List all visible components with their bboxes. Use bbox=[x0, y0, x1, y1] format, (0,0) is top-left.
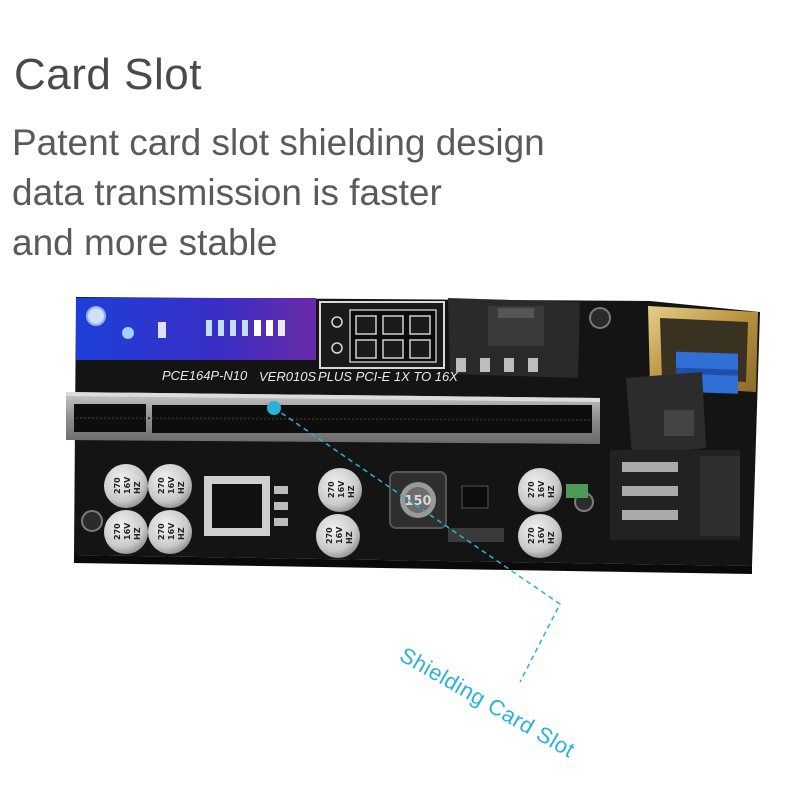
capacitor-rating-8-a: 270 bbox=[527, 527, 536, 544]
voltage-regulator-chip bbox=[204, 476, 288, 536]
capacitor-5: 270 16V HZ bbox=[318, 468, 362, 512]
capacitor-rating-1-b: 16V bbox=[123, 476, 132, 494]
capacitor-rating-2-b: 16V bbox=[167, 476, 176, 494]
description-line-2: data transmission is faster bbox=[12, 172, 442, 213]
capacitor-rating-5-c: HZ bbox=[347, 485, 356, 498]
capacitor-6: 270 16V HZ bbox=[316, 514, 360, 558]
capacitor-rating-6-c: HZ bbox=[345, 531, 354, 544]
board-model-label: PCE164P-N10 bbox=[162, 368, 248, 383]
capacitor-rating-7-b: 16V bbox=[537, 480, 546, 498]
board-spec-label: PLUS PCI-E 1X TO 16X bbox=[318, 369, 459, 384]
description: Patent card slot shielding design data t… bbox=[12, 118, 545, 268]
page-title: Card Slot bbox=[14, 50, 202, 99]
six-pin-power-connector bbox=[319, 301, 445, 369]
capacitor-rating-6-b: 16V bbox=[335, 526, 344, 544]
power-inductor: 150 bbox=[389, 471, 447, 529]
capacitor-rating-1-a: 270 bbox=[113, 477, 122, 494]
capacitor-3: 270 16V HZ bbox=[104, 510, 148, 554]
capacitor-rating-5-b: 16V bbox=[337, 480, 346, 498]
inductor-label: 150 bbox=[404, 494, 431, 509]
molex-power-connector bbox=[448, 298, 580, 378]
board-version-label: VER010S bbox=[259, 369, 316, 384]
usb-port bbox=[648, 306, 758, 394]
capacitor-4: 270 16V HZ bbox=[148, 510, 192, 554]
shielding-callout bbox=[267, 401, 561, 683]
capacitor-rating-4-c: HZ bbox=[177, 527, 186, 540]
description-line-1: Patent card slot shielding design bbox=[12, 122, 545, 163]
mounting-hole-top-right bbox=[589, 307, 611, 329]
capacitor-rating-7-a: 270 bbox=[527, 481, 536, 498]
pin-header-strip bbox=[448, 528, 504, 542]
description-line-3: and more stable bbox=[12, 222, 278, 263]
pcb-silkscreen: PCE164P-N10 VER010S PLUS PCI-E 1X TO 16X bbox=[162, 368, 459, 384]
capacitor-rating-2-c: HZ bbox=[177, 481, 186, 494]
capacitor-8: 270 16V HZ bbox=[518, 514, 562, 558]
mounting-hole-bottom-left bbox=[81, 510, 103, 532]
capacitor-rating-5-a: 270 bbox=[327, 481, 336, 498]
capacitor-1: 270 16V HZ bbox=[104, 464, 148, 508]
green-component bbox=[566, 484, 588, 498]
led-panel bbox=[76, 298, 316, 360]
fan-header-connector bbox=[610, 372, 740, 540]
capacitor-rating-8-b: 16V bbox=[537, 526, 546, 544]
capacitor-rating-7-c: HZ bbox=[547, 485, 556, 498]
capacitor-rating-3-c: HZ bbox=[133, 527, 142, 540]
shielded-pcie-slot bbox=[66, 392, 600, 444]
capacitor-rating-4-a: 270 bbox=[157, 523, 166, 540]
capacitor-rating-3-a: 270 bbox=[113, 523, 122, 540]
controller-ic bbox=[461, 485, 489, 509]
capacitor-rating-8-c: HZ bbox=[547, 531, 556, 544]
capacitor-rating-4-b: 16V bbox=[167, 522, 176, 540]
capacitor-rating-6-a: 270 bbox=[325, 527, 334, 544]
capacitor-rating-3-b: 16V bbox=[123, 522, 132, 540]
capacitor-rating-1-c: HZ bbox=[133, 481, 142, 494]
capacitor-rating-2-a: 270 bbox=[157, 477, 166, 494]
capacitor-7: 270 16V HZ bbox=[518, 468, 562, 512]
capacitor-2: 270 16V HZ bbox=[148, 464, 192, 508]
